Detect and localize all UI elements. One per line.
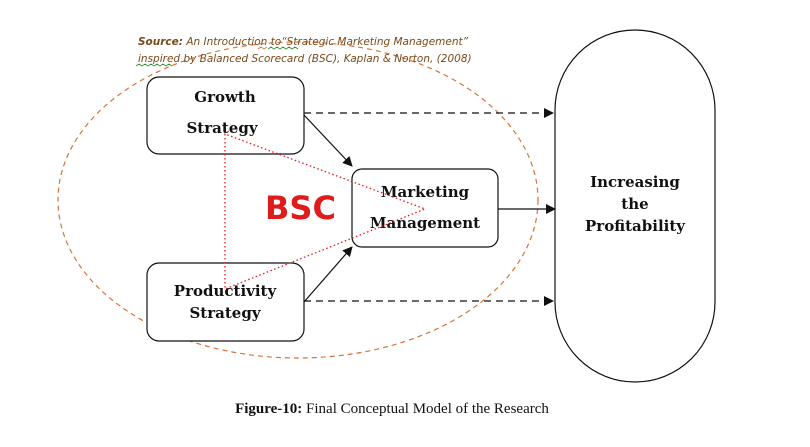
marketing-management-line-1: Marketing (381, 183, 470, 201)
source-line-2: inspired by Balanced Scorecard (BSC), Ka… (138, 53, 472, 65)
growth-strategy-line-1: Growth (194, 88, 256, 106)
profitability-line-2: the (621, 195, 648, 213)
profitability-line-3: Profitability (585, 217, 686, 235)
bsc-label: BSC (265, 189, 336, 227)
productivity-strategy-line-2: Strategy (189, 304, 261, 322)
figure-caption: Figure-10: Final Conceptual Model of the… (235, 401, 549, 417)
profitability-line-1: Increasing (590, 173, 680, 191)
spellcheck-underline (267, 46, 299, 50)
productivity-strategy-line-1: Productivity (174, 282, 278, 300)
arrow-productivity-to-marketing (303, 246, 353, 303)
bsc-scope-ellipse (57, 41, 539, 359)
productivity-strategy-node: Productivity Strategy (146, 262, 305, 342)
source-line-1: Source: An Introduction to“Strategic Mar… (138, 36, 469, 48)
increasing-profitability-node: Increasing the Profitability (554, 29, 716, 383)
spellcheck-underline (135, 63, 173, 67)
bsc-triangle (224, 133, 427, 290)
marketing-management-line-2: Management (370, 214, 480, 232)
spellcheck-underline (257, 46, 268, 50)
marketing-management-node: Marketing Management (351, 168, 499, 248)
growth-strategy-line-2: Strategy (186, 119, 258, 137)
arrow-growth-to-marketing (303, 114, 353, 167)
growth-strategy-node: Growth Strategy (146, 76, 305, 155)
